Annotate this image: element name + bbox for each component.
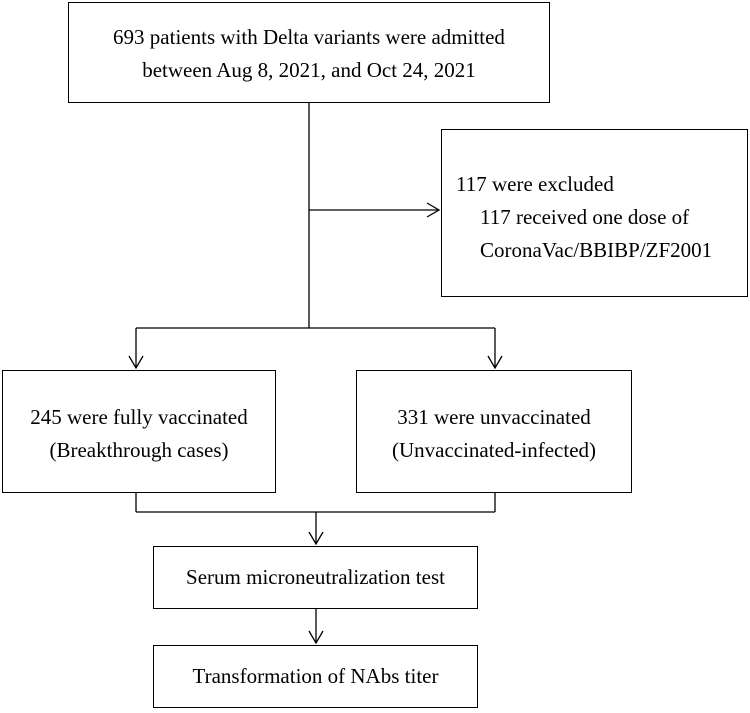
arrowhead-to-excluded — [426, 202, 441, 218]
arrowhead-to-titer — [308, 630, 324, 645]
unvaccinated-box: 331 were unvaccinated (Unvaccinated-infe… — [356, 370, 632, 493]
fully-vaccinated-box: 245 were fully vaccinated (Breakthrough … — [2, 370, 276, 493]
admitted-line-1: 693 patients with Delta variants were ad… — [113, 25, 505, 49]
microneutralization-test-box: Serum microneutralization test — [153, 546, 478, 609]
excluded-count: 117 were excluded — [456, 172, 614, 196]
excluded-reason-line-1: 117 received one dose of — [480, 205, 690, 229]
excluded-reason-line-2: CoronaVac/BBIBP/ZF2001 — [480, 238, 713, 262]
nabs-titer-box: Transformation of NAbs titer — [153, 645, 478, 708]
admitted-line-2: between Aug 8, 2021, and Oct 24, 2021 — [142, 58, 476, 82]
vaccinated-group-label: (Breakthrough cases) — [49, 438, 229, 462]
vaccinated-count: 245 were fully vaccinated — [30, 405, 248, 429]
unvaccinated-group-label: (Unvaccinated-infected) — [391, 438, 597, 462]
test-label: Serum microneutralization test — [186, 565, 445, 589]
excluded-box: 117 were excluded 117 received one dose … — [441, 129, 748, 297]
admitted-patients-box: 693 patients with Delta variants were ad… — [68, 2, 550, 103]
titer-label: Transformation of NAbs titer — [192, 664, 439, 688]
unvaccinated-count: 331 were unvaccinated — [397, 405, 591, 429]
arrowhead-to-unvaccinated — [487, 355, 503, 370]
arrowhead-to-test — [308, 531, 324, 546]
arrowhead-to-vaccinated — [128, 355, 144, 370]
